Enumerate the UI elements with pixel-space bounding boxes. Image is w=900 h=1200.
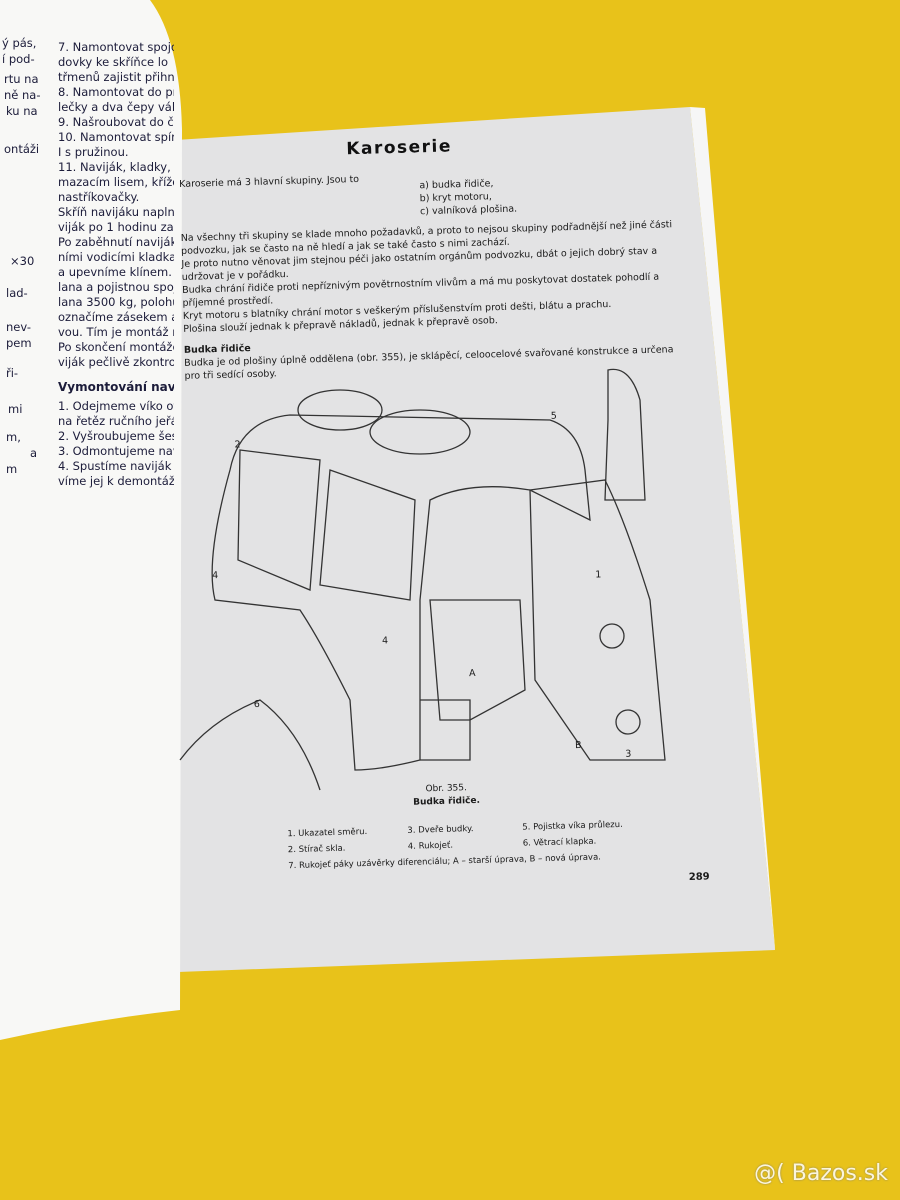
- right-page: [176, 107, 775, 972]
- list-item: dovky ke skříňce lo: [58, 55, 168, 69]
- list-item: 7. Namontovat spojovací t: [58, 40, 174, 54]
- legend-item: 3. Dveře budky.: [407, 824, 474, 836]
- list-item: mazacím lisem, křížov: [58, 175, 174, 189]
- list-item: viják pečlivě zkontrolo: [58, 355, 174, 369]
- list-item: nastříkovačky.: [58, 190, 140, 204]
- figure-label: 5: [550, 410, 558, 422]
- figure-label: 3: [625, 748, 632, 760]
- step-item: 4. Spustíme naviják ručním jeř: [58, 459, 174, 473]
- text-fragment: ku na: [6, 104, 38, 118]
- list-item: 9. Našroubovat do čepu: [58, 115, 174, 129]
- legend-item: 2. Stírač skla.: [287, 843, 346, 856]
- text-fragment: mi: [8, 402, 23, 416]
- step-item: víme jej k demontáži.: [58, 474, 174, 488]
- group-list: a) budka řidiče, b) kryt motoru, c) valn…: [419, 177, 517, 219]
- list-item: 11. Naviják, kladky, vodicí: [58, 160, 174, 174]
- text-fragment: lad-: [6, 286, 28, 300]
- list-item: a upevníme klínem. Seř: [58, 265, 174, 279]
- list-item: Skříň navijáku naplníme: [58, 205, 174, 219]
- figure-label: 6: [253, 698, 260, 711]
- legend-item: 6. Větrací klapka.: [522, 836, 597, 849]
- step-item: na řetěz ručního jeřábu.: [58, 414, 174, 428]
- figure-label: 2: [234, 439, 241, 451]
- list-item: třmenů zajistit přihn: [58, 70, 174, 84]
- left-page-column: 7. Namontovat spojovací t dovky ke skříň…: [58, 40, 174, 489]
- group-item: c) valníková plošina.: [419, 203, 518, 218]
- list-item: I s pružinou.: [58, 145, 129, 159]
- list-item: 10. Namontovat spínač pro: [58, 130, 174, 144]
- text-fragment: pem: [6, 336, 32, 350]
- list-item: 8. Namontovat do předn: [58, 85, 174, 99]
- figure-label: 4: [212, 570, 219, 582]
- watermark: @( Bazos.sk: [754, 1161, 888, 1186]
- figure-label: 4: [381, 635, 389, 647]
- list-item: ními vodicími kladkami, v: [58, 250, 174, 264]
- page-title: Karoserie: [346, 136, 453, 160]
- list-item: označíme zásekem a za: [58, 310, 174, 324]
- text-fragment: m: [6, 462, 18, 476]
- text-fragment: nev-: [6, 320, 32, 334]
- list-item: Po skončení montáže mu: [58, 340, 174, 354]
- legend-item: 5. Pojistka víka průlezu.: [522, 819, 623, 833]
- list-item: lečky a dva čepy válc: [58, 100, 174, 114]
- text-fragment: ři-: [6, 366, 19, 380]
- text-fragment: ontáži: [4, 142, 40, 156]
- text-fragment: ý pás,: [2, 36, 37, 50]
- page-number: 289: [688, 871, 710, 884]
- step-item: 3. Odmontujeme naviják od sp: [58, 444, 174, 458]
- legend-item: 4. Rukojeť.: [407, 840, 454, 852]
- step-item: 1. Odejmeme víko otvoru v plo: [58, 399, 174, 413]
- legend-item: 1. Ukazatel směru.: [287, 826, 368, 840]
- section-heading: Vymontování navijáku z voz: [58, 380, 174, 394]
- cab-drawing: [179, 368, 666, 791]
- list-item: lana 3500 kg, polohu: [58, 295, 174, 309]
- list-item: lana a pojistnou spojku: [58, 280, 174, 294]
- list-item: viják po 1 hodinu zab: [58, 220, 174, 234]
- figure-label: A: [468, 667, 476, 680]
- step-item: 2. Vyšroubujeme šest šroubů M: [58, 429, 174, 443]
- list-item: vou. Tím je montáž nav: [58, 325, 174, 339]
- text-fragment: ×30: [10, 254, 35, 268]
- figure-label: B: [574, 739, 582, 752]
- list-item: Po zaběhnutí navijáku pro: [58, 235, 174, 249]
- text-fragment: a: [30, 446, 38, 460]
- text-fragment: ně na-: [4, 88, 41, 102]
- body-text: Na všechny tři skupiny se klade mnoho po…: [181, 218, 685, 383]
- text-fragment: m,: [6, 430, 21, 444]
- page-edge: [690, 107, 775, 950]
- figure-label: 1: [595, 569, 602, 581]
- text-fragment: í pod-: [2, 52, 35, 66]
- left-page: [0, 0, 182, 1040]
- text-fragment: rtu na: [4, 72, 39, 86]
